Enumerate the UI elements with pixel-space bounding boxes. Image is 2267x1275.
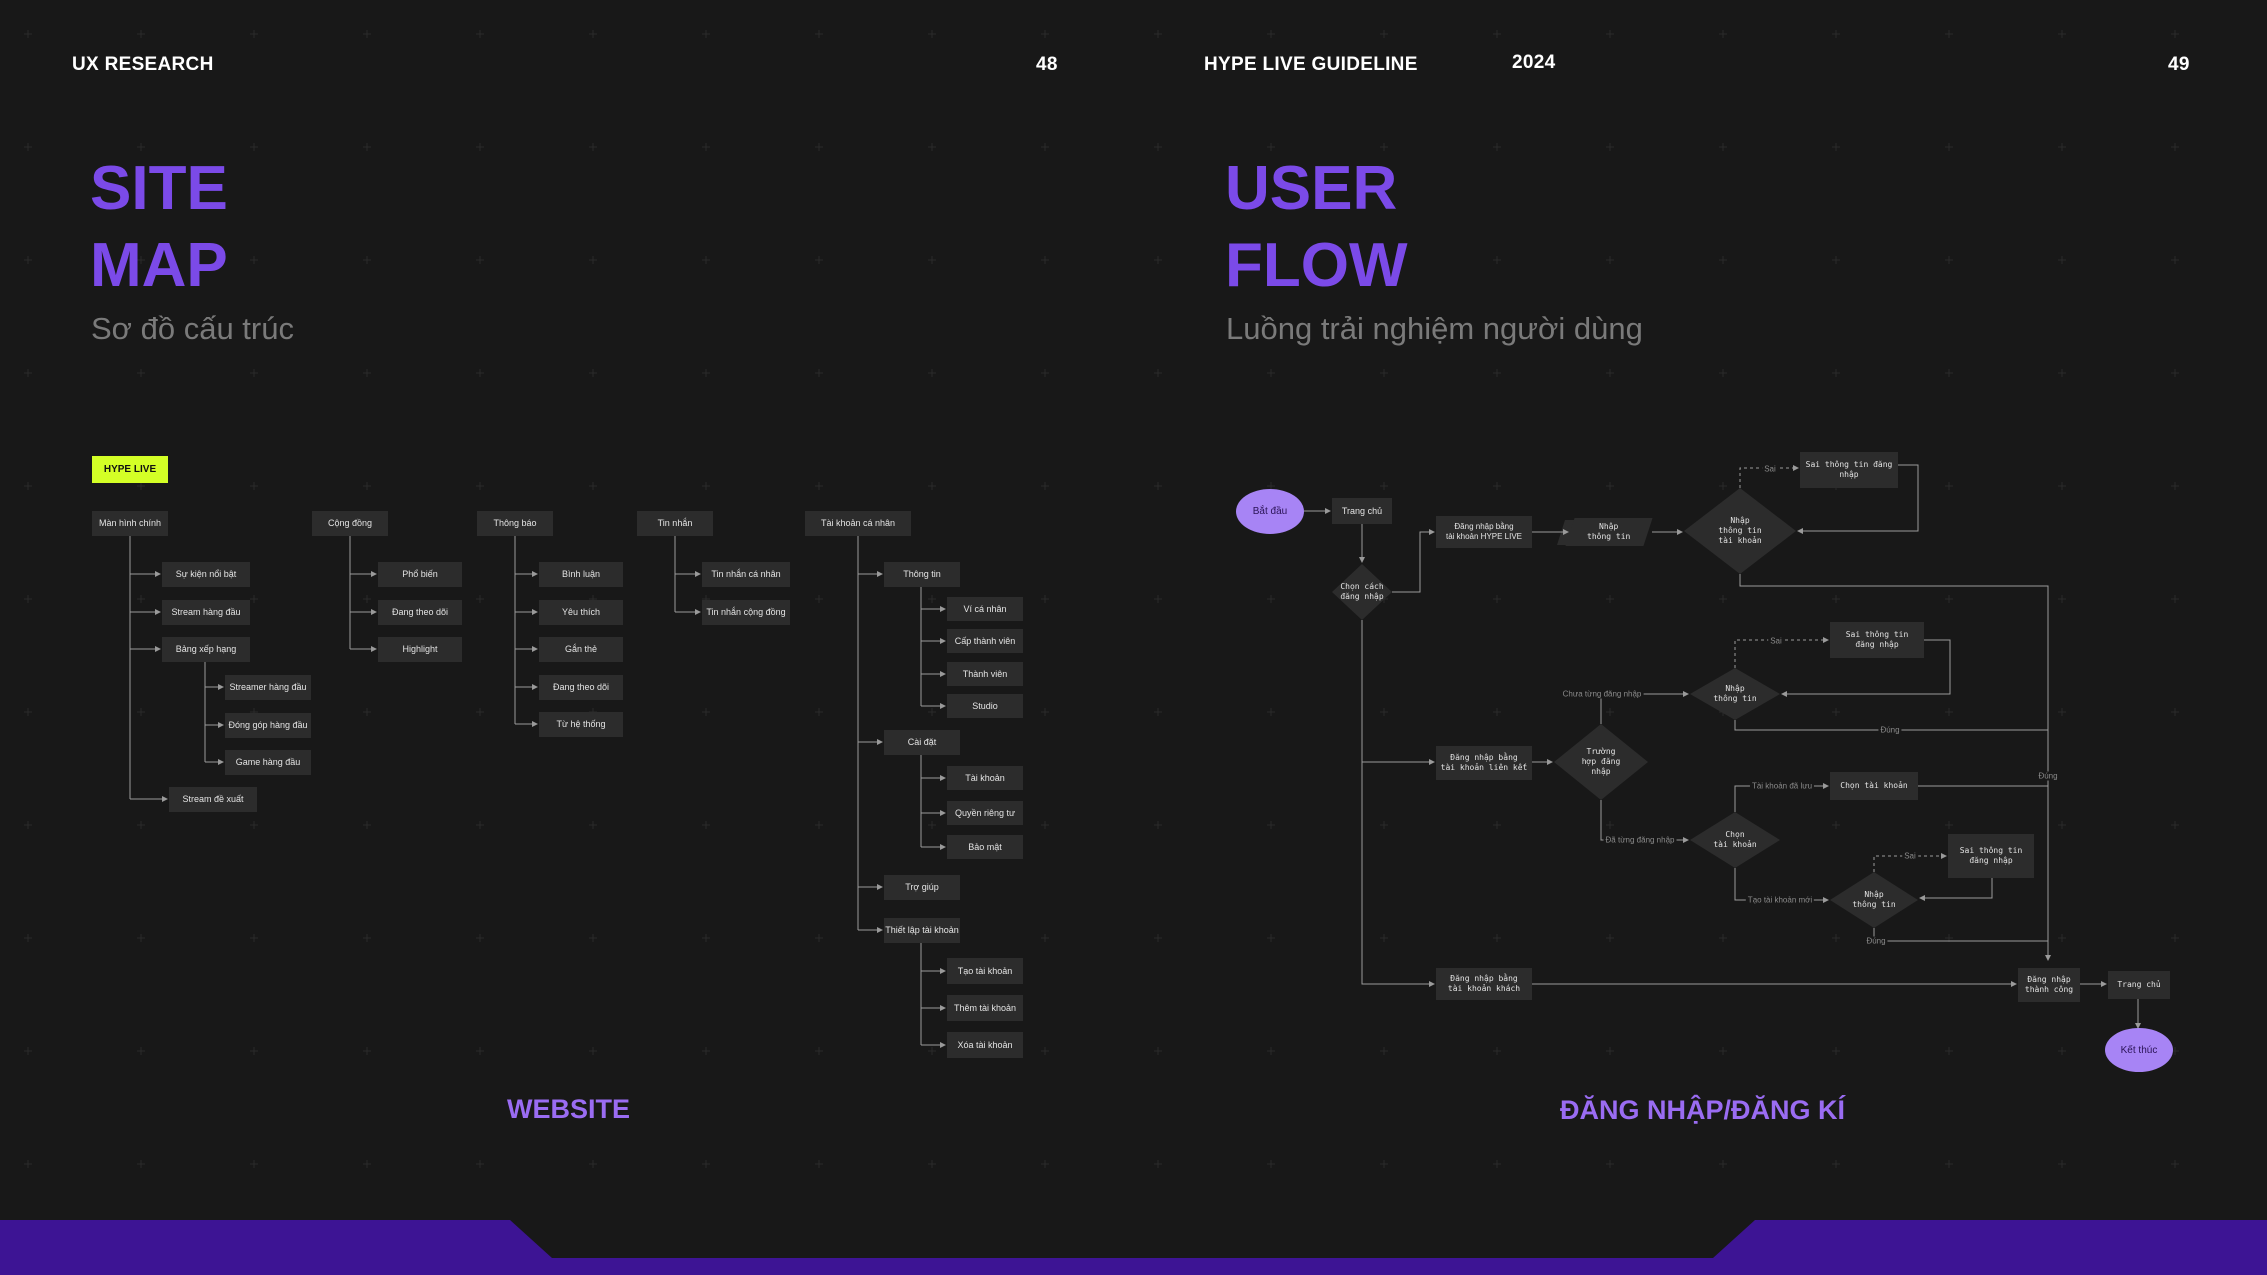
- flow-login-guest: Đăng nhập bằng tài khoản khách: [1436, 968, 1532, 1000]
- flow-select-account: Chọn tài khoản: [1830, 772, 1918, 800]
- flow-home-end: Trang chủ: [2108, 971, 2170, 999]
- sitemap-node: Tin nhắn: [637, 511, 713, 536]
- flow-input-info-3: Nhập thông tin: [1852, 890, 1896, 909]
- sitemap-node: Quyền riêng tư: [947, 801, 1023, 825]
- sitemap-node: Từ hệ thống: [539, 712, 623, 737]
- flow-wrong-info-2: Sai thông tin đăng nhập: [1830, 622, 1924, 658]
- label-correct: Đúng: [1878, 725, 1902, 735]
- decision-choose-method: [1332, 564, 1392, 620]
- page-title-line2: MAP: [90, 231, 228, 300]
- userflow-caption: ĐĂNG NHẬP/ĐĂNG KÍ: [1560, 1095, 1846, 1125]
- sitemap-node: Tài khoản cá nhân: [805, 511, 911, 536]
- flow-wrong-info-3: Sai thông tin đăng nhập: [1948, 834, 2034, 878]
- flow-end: Kết thúc: [2105, 1028, 2173, 1072]
- label-logged-before: Đã từng đăng nhập: [1603, 835, 1677, 845]
- sitemap-node: Stream hàng đầu: [162, 600, 250, 625]
- sitemap-node: Game hàng đầu: [225, 750, 311, 775]
- sitemap-node: Cấp thành viên: [947, 629, 1023, 653]
- flow-start: Bắt đầu: [1236, 489, 1304, 534]
- sitemap-node: Màn hình chính: [92, 511, 168, 536]
- sitemap-node: Bình luận: [539, 562, 623, 587]
- sitemap-node: Đóng góp hàng đầu: [225, 713, 311, 738]
- page-number: 48: [1036, 54, 1058, 75]
- flow-choose-account: Chọn tài khoản: [1713, 830, 1757, 849]
- section-header-right: HYPE LIVE GUIDELINE: [1204, 54, 1418, 75]
- flow-login-case: Trường hợp đăng nhập: [1581, 747, 1621, 776]
- flow-login-linked: Đăng nhập bằng tài khoản liên kết: [1436, 746, 1532, 780]
- sitemap-node: Trợ giúp: [884, 875, 960, 900]
- sitemap-node: Tin nhắn cộng đồng: [702, 600, 790, 625]
- decision-input-info-3: [1830, 872, 1918, 928]
- flow-input-info-shape: Nhập thông tin: [1565, 518, 1653, 546]
- decision-login-case: [1554, 724, 1648, 800]
- sitemap-node: Thiết lập tài khoản: [884, 918, 960, 943]
- page-subtitle-right: Luồng trải nghiệm người dùng: [1226, 311, 1643, 346]
- sitemap-node: Thông tin: [884, 562, 960, 587]
- flow-wrong-info-1: Sai thông tin đăng nhập: [1800, 452, 1898, 488]
- label-wrong: Sai: [1768, 636, 1784, 646]
- decision-check-account: [1684, 488, 1796, 574]
- label-correct: Đúng: [2036, 771, 2060, 781]
- label-new-account: Tạo tài khoản mới: [1745, 895, 1815, 905]
- page-title-right-line1: USER: [1225, 154, 1398, 223]
- flow-input-info: Nhập thông tin: [1587, 522, 1631, 541]
- sitemap-node: Tạo tài khoản: [947, 958, 1023, 984]
- page-subtitle: Sơ đồ cấu trúc: [91, 311, 294, 346]
- sitemap-node: Tài khoản: [947, 766, 1023, 790]
- page-title-right-line2: FLOW: [1225, 231, 1408, 300]
- decision-input-info-2: [1690, 668, 1780, 720]
- footer-band: [0, 1220, 2267, 1275]
- sitemap-node: Stream đề xuất: [169, 787, 257, 812]
- sitemap-node: Thành viên: [947, 662, 1023, 686]
- sitemap-node: Thêm tài khoản: [947, 995, 1023, 1021]
- sitemap-node: Cài đặt: [884, 730, 960, 755]
- sitemap-node: Thông báo: [477, 511, 553, 536]
- flow-choose-method: Chọn cách đăng nhập: [1340, 582, 1384, 601]
- sitemap-node: Bảng xếp hạng: [162, 637, 250, 662]
- sitemap-node: Studio: [947, 694, 1023, 718]
- sitemap-node: Bảo mật: [947, 835, 1023, 859]
- section-header: UX RESEARCH: [72, 54, 214, 75]
- label-never-logged: Chưa từng đăng nhập: [1560, 689, 1644, 699]
- sitemap-node: Đang theo dõi: [378, 600, 462, 625]
- label-wrong: Sai: [1902, 851, 1918, 861]
- sitemap-node: Ví cá nhân: [947, 597, 1023, 621]
- sitemap-node: Cộng đồng: [312, 511, 388, 536]
- year-label: 2024: [1512, 52, 1556, 73]
- page-title-line1: SITE: [90, 154, 228, 223]
- sitemap-node: Highlight: [378, 637, 462, 662]
- label-saved-account: Tài khoản đã lưu: [1749, 781, 1815, 791]
- sitemap-node: Đang theo dõi: [539, 675, 623, 700]
- sitemap-node: Xóa tài khoản: [947, 1032, 1023, 1058]
- sitemap-node: Yêu thích: [539, 600, 623, 625]
- flow-check-account: Nhập thông tin tài khoản: [1718, 516, 1762, 545]
- sitemap-node: Streamer hàng đầu: [225, 675, 311, 700]
- root-badge: HYPE LIVE: [92, 456, 168, 483]
- sitemap-node: Tin nhắn cá nhân: [702, 562, 790, 587]
- flow-home: Trang chủ: [1332, 498, 1392, 524]
- page-number-right: 49: [2168, 54, 2190, 75]
- label-correct: Đúng: [1864, 936, 1888, 946]
- flow-login-hype: Đăng nhập bằng tài khoản HYPE LIVE: [1436, 516, 1532, 548]
- sitemap-node: Sự kiện nổi bật: [162, 562, 250, 587]
- sitemap-caption: WEBSITE: [507, 1094, 631, 1124]
- flow-input-info-2: Nhập thông tin: [1713, 684, 1757, 703]
- decision-choose-account: [1690, 812, 1780, 868]
- flow-login-success: Đăng nhập thành công: [2018, 968, 2080, 1002]
- sitemap-node: Phổ biến: [378, 562, 462, 587]
- label-wrong: Sai: [1762, 464, 1778, 474]
- sitemap-node: Gắn thẻ: [539, 637, 623, 662]
